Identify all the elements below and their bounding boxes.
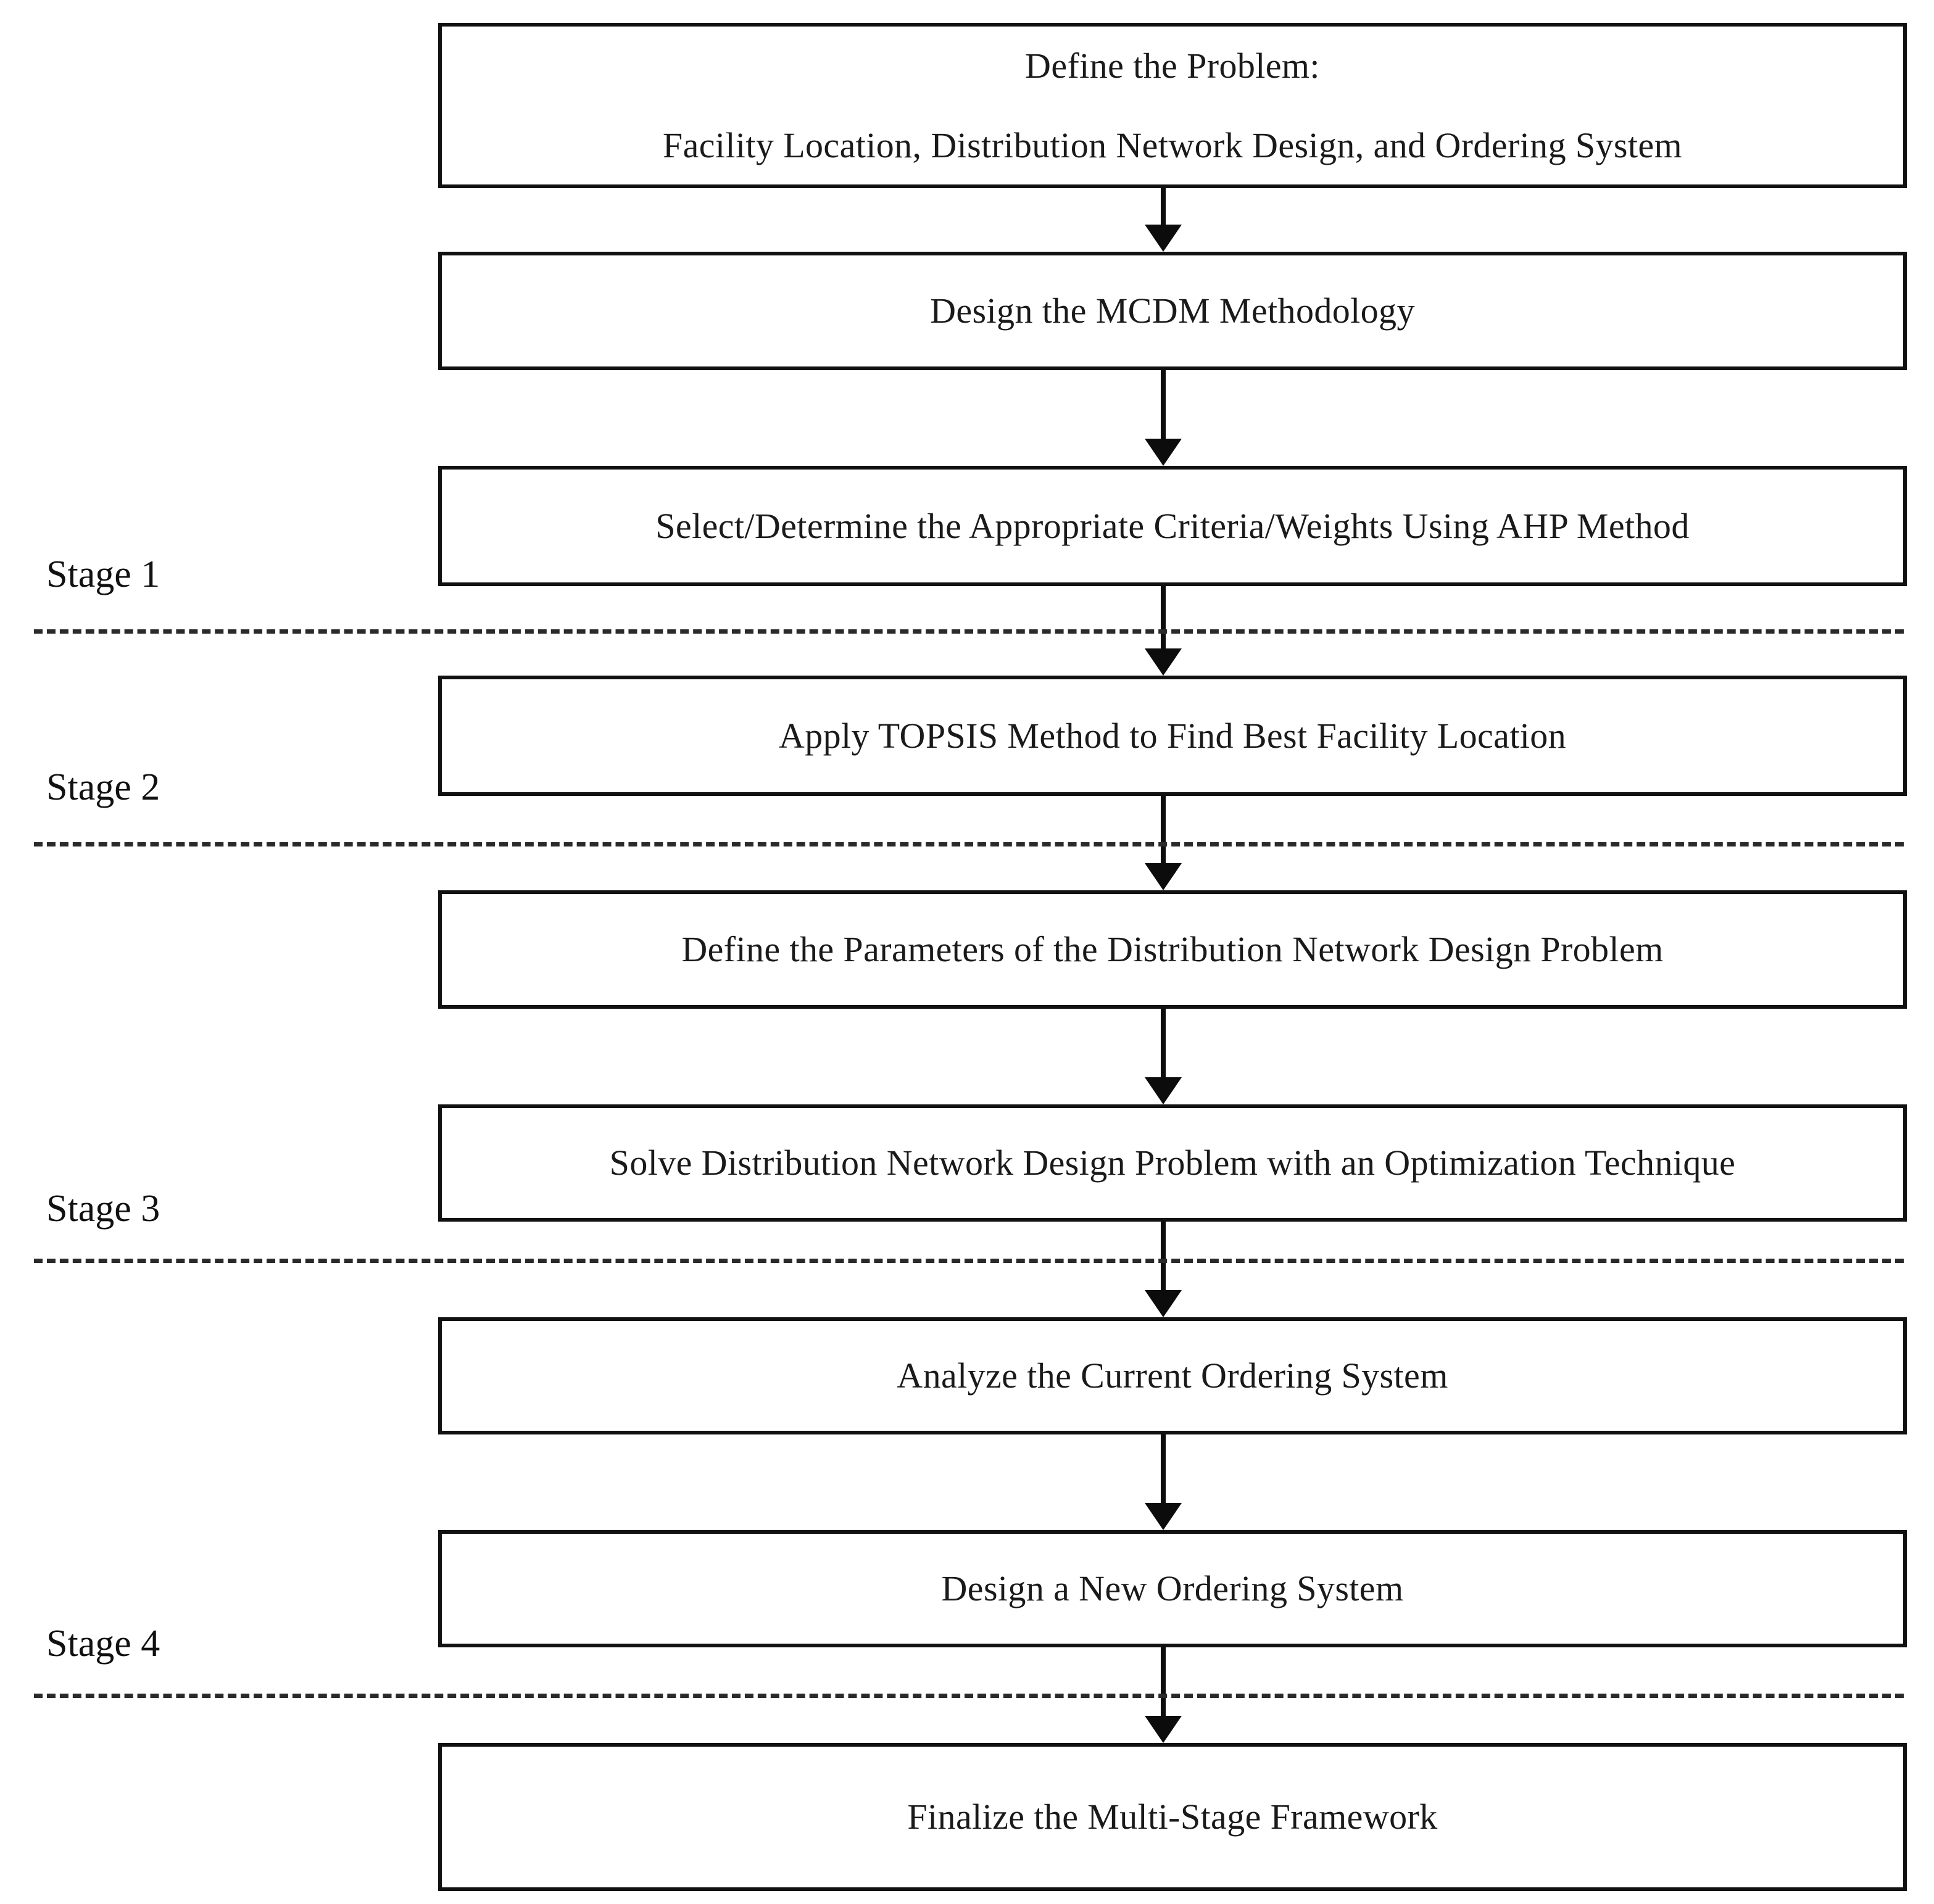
arrow-define-parameters-to-solve-dnd <box>1145 1009 1182 1104</box>
arrow-head <box>1145 1077 1182 1104</box>
stage-divider-4 <box>34 1694 1904 1698</box>
flow-node-select-criteria-ahp[interactable]: Select/Determine the Appropriate Criteri… <box>438 466 1907 586</box>
flow-node-finalize-framework[interactable]: Finalize the Multi-Stage Framework <box>438 1743 1907 1891</box>
arrow-select-criteria-to-apply-topsis <box>1145 586 1182 676</box>
flow-node-apply-topsis[interactable]: Apply TOPSIS Method to Find Best Facilit… <box>438 676 1907 796</box>
node-text-line-1: Design the MCDM Methodology <box>930 291 1415 331</box>
node-text-line-1: Analyze the Current Ordering System <box>897 1356 1448 1396</box>
arrow-solve-dnd-to-analyze-ordering <box>1145 1222 1182 1317</box>
stage-label-stage-3: Stage 3 <box>46 1188 160 1230</box>
arrow-head <box>1145 225 1182 252</box>
node-text-line-1: Define the Problem: <box>1025 45 1320 86</box>
node-text-line-1: Select/Determine the Appropriate Criteri… <box>655 505 1690 546</box>
arrow-shaft <box>1161 1009 1166 1080</box>
node-text-line-2: Facility Location, Distribution Network … <box>662 125 1683 165</box>
node-text-line-1: Solve Distribution Network Design Proble… <box>609 1143 1736 1183</box>
arrow-head <box>1145 1716 1182 1743</box>
arrow-analyze-ordering-to-design-new-ordering <box>1145 1434 1182 1530</box>
arrow-design-mcdm-to-select-criteria <box>1145 370 1182 466</box>
node-text-line-1: Apply TOPSIS Method to Find Best Facilit… <box>778 715 1567 756</box>
arrow-shaft <box>1161 1434 1166 1505</box>
node-text-line-1: Design a New Ordering System <box>941 1568 1404 1609</box>
flow-node-solve-dnd[interactable]: Solve Distribution Network Design Proble… <box>438 1104 1907 1222</box>
arrow-head <box>1145 1503 1182 1530</box>
arrow-shaft <box>1161 188 1166 227</box>
arrow-head <box>1145 1290 1182 1317</box>
node-text-line-1: Define the Parameters of the Distributio… <box>681 929 1664 970</box>
flow-node-design-mcdm[interactable]: Design the MCDM Methodology <box>438 252 1907 370</box>
flow-node-define-problem[interactable]: Define the Problem: Facility Location, D… <box>438 23 1907 188</box>
flow-node-design-new-ordering[interactable]: Design a New Ordering System <box>438 1530 1907 1647</box>
arrow-shaft <box>1161 796 1166 866</box>
arrow-shaft <box>1161 1647 1166 1718</box>
stage-divider-2 <box>34 842 1904 846</box>
arrow-shaft <box>1161 1222 1166 1293</box>
stage-label-stage-1: Stage 1 <box>46 553 160 595</box>
arrow-design-new-ordering-to-finalize-framework <box>1145 1647 1182 1743</box>
stage-divider-3 <box>34 1259 1904 1263</box>
arrow-shaft <box>1161 586 1166 651</box>
arrow-shaft <box>1161 370 1166 441</box>
stage-label-stage-2: Stage 2 <box>46 766 160 808</box>
stage-label-stage-4: Stage 4 <box>46 1623 160 1665</box>
arrow-head <box>1145 439 1182 466</box>
stage-divider-1 <box>34 629 1904 634</box>
arrow-head <box>1145 648 1182 676</box>
arrow-define-problem-to-design-mcdm <box>1145 188 1182 252</box>
arrow-apply-topsis-to-define-parameters <box>1145 796 1182 890</box>
node-text-line-1: Finalize the Multi-Stage Framework <box>907 1797 1438 1837</box>
arrow-head <box>1145 863 1182 890</box>
flow-node-define-parameters[interactable]: Define the Parameters of the Distributio… <box>438 890 1907 1009</box>
flow-node-analyze-ordering[interactable]: Analyze the Current Ordering System <box>438 1317 1907 1434</box>
